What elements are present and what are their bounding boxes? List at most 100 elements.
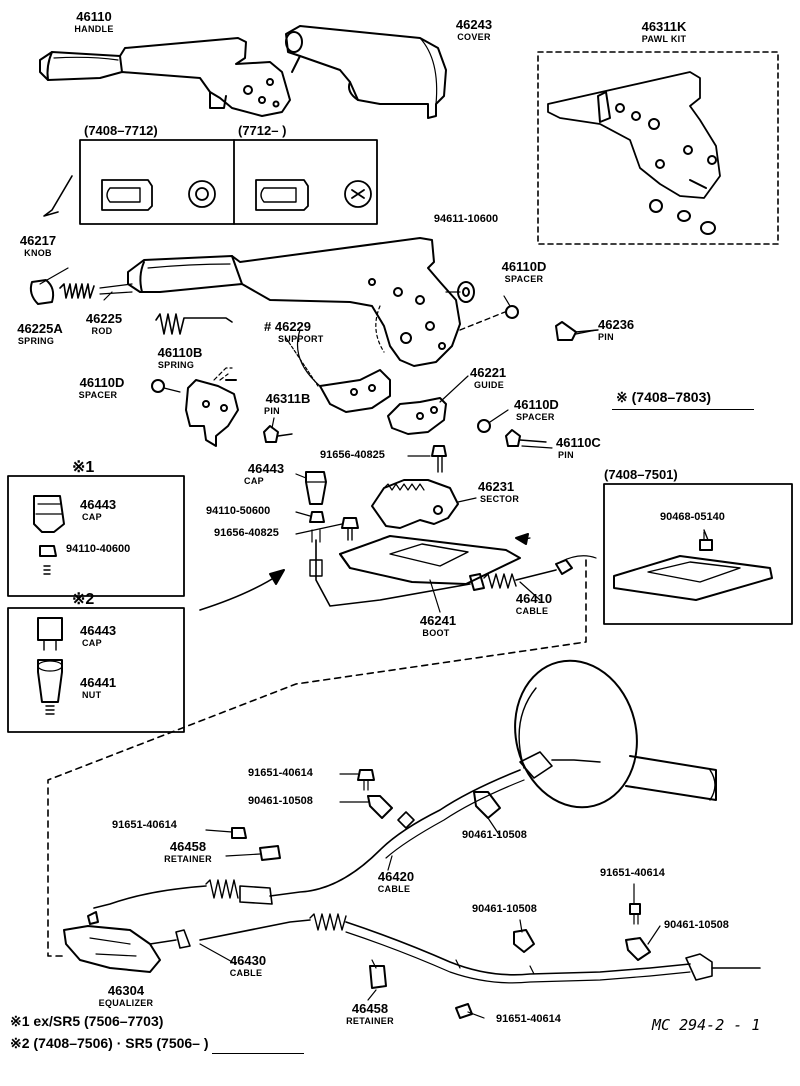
part-46110b-name: SPRING [157,360,195,370]
inset-1-cap-no: 46443 [80,497,117,512]
part-91656-a-no: 91656-40825 [320,449,385,461]
part-91656-b-no: 91656-40825 [214,527,279,539]
part-46420-no: 46420 [377,869,415,884]
part-46225-no: 46225 [85,311,123,326]
lever-bracket-drawing [185,379,239,447]
part-46311b-no: 46311B [265,391,311,406]
part-46229-mark: # [264,319,272,334]
part-46217-name: KNOB [24,248,52,258]
brake-drum-drawing [514,659,717,809]
support-drawing [319,369,391,413]
inset-2-mark: ※2 [72,591,95,608]
inset-1-mark: ※1 [72,459,95,476]
part-46304-no: 46304 [107,983,145,998]
sector-drawing [371,479,459,529]
inset-arrow [199,573,281,611]
part-90461-a-no: 90461-10508 [248,795,313,807]
reference-code: MC 294-2 - 1 [652,1016,761,1034]
part-46229-name: SUPPORT [278,334,324,344]
part-46110c-name: PIN [558,450,574,460]
part-46236-name: PIN [598,332,614,342]
part-46410-name: CABLE [515,606,549,616]
part-46110-name: HANDLE [74,24,114,34]
part-91651-a-no: 91651-40614 [248,767,313,779]
part-46231-no: 46231 [478,479,515,494]
part-46229-number: 46229 [274,319,312,334]
part-46110b-no: 46110B [157,345,203,360]
part-46311b-name: PIN [264,406,280,416]
cap-drawing [305,471,327,505]
part-46236-no: 46236 [598,317,635,332]
period-7408-7803-underline [612,409,754,410]
section-boundary [47,559,587,957]
period-left-label: (7408–7712) [84,123,158,138]
part-46458-b-name: RETAINER [346,1016,394,1026]
part-46225a-name: SPRING [17,336,55,346]
part-46110d-c-no: 46110D [514,397,559,412]
boot-drawing [339,535,521,585]
part-46221-no: 46221 [470,365,507,380]
pawl-kit-box [537,51,779,245]
cover-drawing [285,25,447,119]
spring-46110b-drawing [155,313,233,335]
footnote-2: ※2 (7408–7506) · SR5 (7506– ) [10,1035,209,1051]
guide-drawing [387,397,447,435]
inset-1-cap-name: CAP [82,512,102,522]
part-46458-a-no: 46458 [169,839,207,854]
part-46231-name: SECTOR [480,494,520,504]
part-46241-no: 46241 [419,613,457,628]
period-7408-7501-label: (7408–7501) [604,467,678,482]
footnote-1: ※1 ex/SR5 (7506–7703) [10,1013,164,1029]
part-46110-no: 46110 [76,9,112,24]
part-94611-no: 94611-10600 [433,213,499,225]
part-46243-name: COVER [457,32,491,42]
main-handle-drawing [127,237,461,367]
period-box-frame [79,139,378,225]
inset-2-frame [7,607,185,733]
part-91651-c-no: 91651-40614 [600,867,665,879]
part-46229-no: # 46229 [264,320,311,333]
part-91651-b-no: 91651-40614 [112,819,177,831]
part-46420-name: CABLE [377,884,411,894]
inset-2-cap-name: CAP [82,638,102,648]
period-right-label: (7712– ) [238,123,287,138]
part-91651-d-no: 91651-40614 [496,1013,561,1025]
part-46241-name: BOOT [422,628,450,638]
part-46443-name: CAP [244,476,264,486]
period-7408-7501-frame [603,483,793,625]
part-46410-no: 46410 [515,591,553,606]
part-46311k-no: 46311K [641,19,687,34]
leader-lines [39,267,705,1019]
part-46110d-b-name: SPACER [78,390,118,400]
part-46225-name: ROD [91,326,113,336]
part-90468-no: 90468-05140 [660,511,725,523]
inset-2-cap-no: 46443 [80,623,117,638]
part-46110d-c-name: SPACER [516,412,555,422]
inset-2-nut-name: NUT [82,690,102,700]
cable-46430-drawing [149,913,761,984]
inset-2-nut-no: 46441 [80,675,117,690]
part-46458-a-name: RETAINER [164,854,212,864]
cable-46420-drawing [93,751,601,909]
period-7408-7803-label: ※ (7408–7803) [616,389,712,405]
part-46311k-name: PAWL KIT [641,34,687,44]
part-90461-d-no: 90461-10508 [664,919,729,931]
part-46110d-a-no: 46110D [501,259,547,274]
footnote-2-underline [212,1053,304,1054]
part-46458-b-no: 46458 [351,1001,389,1016]
part-90461-c-no: 90461-10508 [472,903,537,915]
inset-1-frame [7,475,185,597]
arrow-to-knob [43,175,73,217]
part-46225a-no: 46225A [17,321,63,336]
part-46110c-no: 46110C [556,435,601,450]
knob-spring-rod [29,279,133,305]
part-46110d-b-no: 46110D [79,375,125,390]
part-46110d-a-name: SPACER [504,274,544,284]
cable-46410-drawing [315,539,471,607]
part-46430-name: CABLE [229,968,263,978]
handle-top-drawing [39,37,291,117]
part-46221-name: GUIDE [474,380,505,390]
part-46443-no: 46443 [247,461,285,476]
part-46304-name: EQUALIZER [98,998,154,1008]
